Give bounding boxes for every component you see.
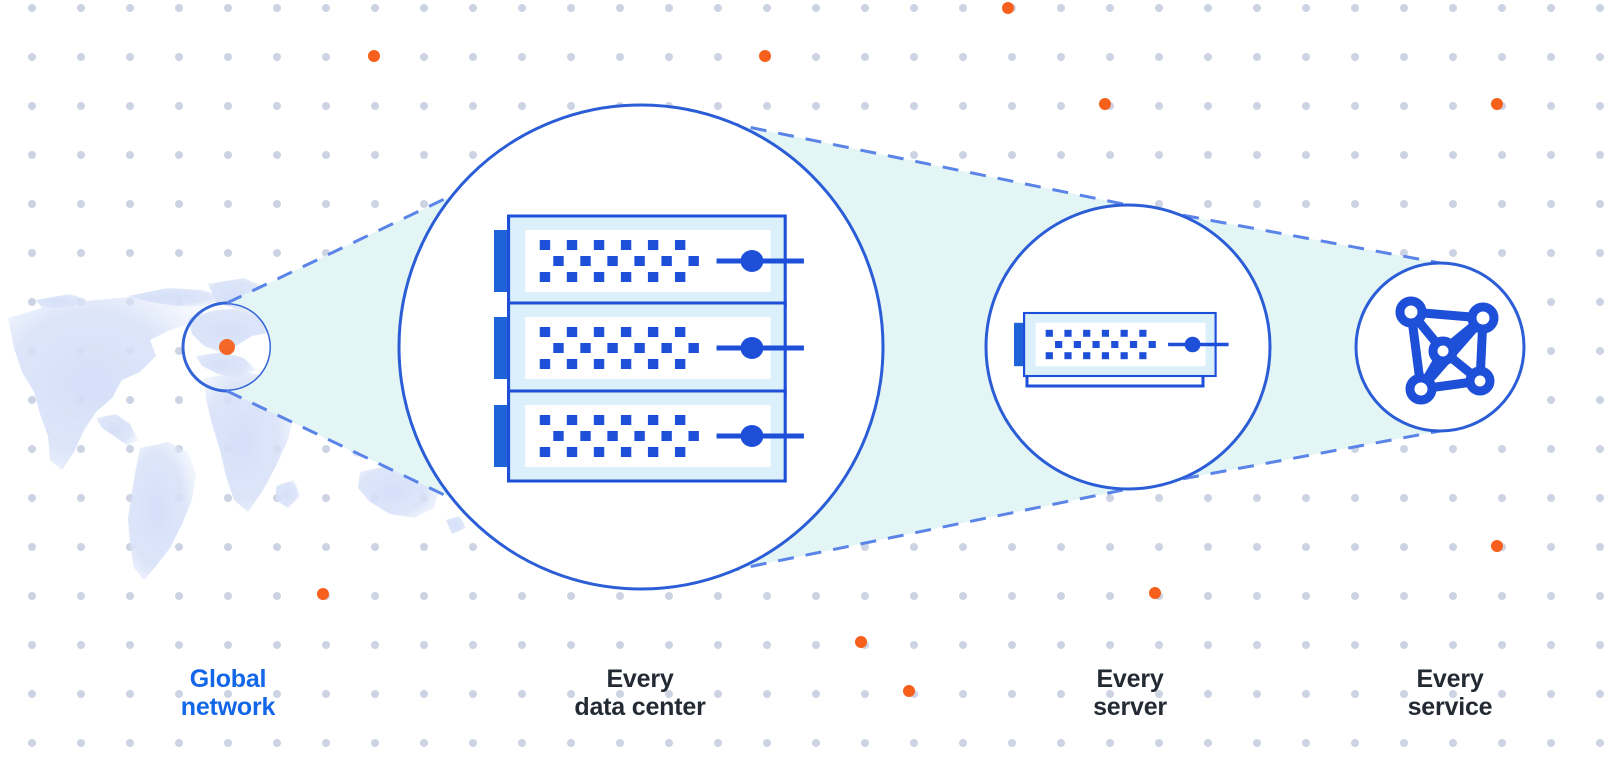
server-unit: [494, 303, 804, 393]
funnel-edge-bottom: [226, 389, 642, 591]
accent-dot: [1491, 98, 1503, 110]
accent-dot: [1149, 587, 1161, 599]
accent-dot: [368, 50, 380, 62]
stage-label-service: Every service: [1407, 665, 1493, 721]
stage-service[interactable]: [1354, 261, 1526, 433]
accent-dot: [855, 636, 867, 648]
server-unit-icon: [1012, 311, 1231, 388]
network-graph-icon: [1395, 296, 1499, 405]
accent-dot: [1491, 540, 1503, 552]
funnel-edge-top: [1127, 203, 1441, 265]
stage-label-server: Every server: [1093, 665, 1167, 721]
funnel-edge-bottom: [1127, 429, 1441, 491]
background-accent-dots: [317, 2, 1503, 697]
accent-dot: [1002, 2, 1014, 14]
stage-label-global-network: Global network: [180, 665, 276, 721]
server-unit: [494, 391, 804, 481]
funnel-edge-top: [226, 103, 642, 305]
accent-dot: [759, 50, 771, 62]
server-rack-icon: [494, 216, 804, 481]
stage-server[interactable]: [984, 203, 1272, 491]
server-unit: [494, 216, 804, 306]
accent-dot: [317, 588, 329, 600]
accent-dot: [1099, 98, 1111, 110]
stage-data-center[interactable]: [397, 103, 885, 591]
accent-dot: [903, 685, 915, 697]
stage-label-data-center: Every data center: [574, 665, 706, 721]
map-location-marker: [219, 339, 235, 355]
